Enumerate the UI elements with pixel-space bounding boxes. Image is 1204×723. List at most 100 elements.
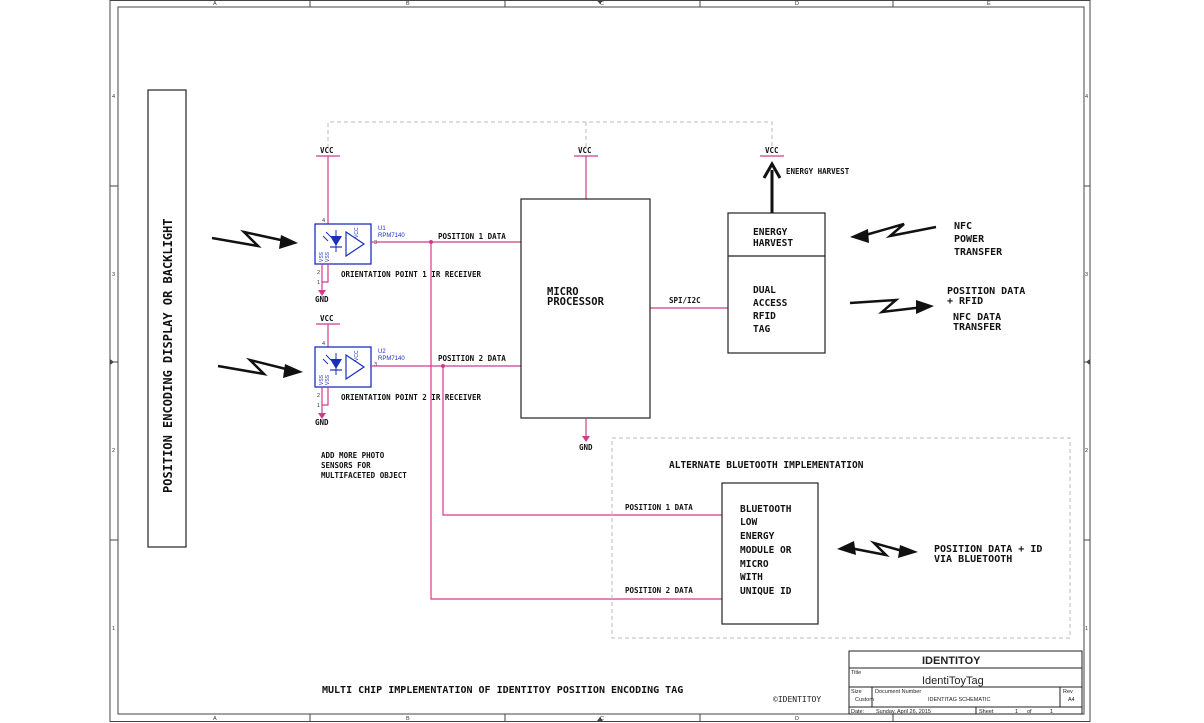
nfc-power-arrow: NFC POWER TRANSFER: [850, 221, 1003, 258]
size-value: Custom: [855, 697, 874, 703]
energy-arrow-label: ENERGY HARVEST: [786, 167, 850, 176]
pin-number: 4: [322, 341, 325, 347]
pin-vss-label: VSS: [319, 374, 325, 385]
bluetooth-section: ALTERNATE BLUETOOTH IMPLEMENTATION BLUET…: [611, 437, 1071, 639]
pin-number: 3: [374, 362, 377, 368]
pin-vss-label: VSS: [319, 251, 325, 262]
rfid-data-label: + RFID: [947, 296, 983, 307]
gnd-label: GND: [315, 418, 329, 427]
pin-vss-label: VSS: [325, 374, 331, 385]
frame-col-label: C: [600, 1, 604, 7]
bluetooth-label: UNIQUE ID: [740, 586, 792, 597]
pin-number: 2: [317, 270, 320, 276]
docnum-value: IDENTITAG SCHEMATIC: [928, 697, 990, 703]
frame-col-label: B: [406, 1, 410, 7]
display-label: POSITION ENCODING DISPLAY OR BACKLIGHT: [161, 218, 175, 493]
frame-col-label: E: [987, 1, 991, 7]
note-line: MULTIFACETED OBJECT: [321, 471, 407, 480]
company-name: IDENTITOY: [922, 655, 981, 667]
sheet-label: Sheet: [979, 709, 994, 715]
micro-label: MICRO: [547, 286, 579, 298]
rfid-label: ACCESS: [753, 298, 788, 309]
rfid-label: TAG: [753, 324, 770, 335]
ir-light-arrow-2: [217, 357, 303, 378]
pin-vss-label: VSS: [325, 251, 331, 262]
vcc-label: VCC: [320, 314, 334, 323]
component-part: RPM7140: [378, 356, 405, 362]
ir-receiver-u1: VCC VSS VSS VCC U1 RPM7140 3 4 2 1 GND O…: [314, 146, 481, 304]
frame-row-label: 4: [1085, 94, 1088, 100]
frame-row-label: 1: [112, 626, 115, 632]
of-label: of: [1027, 709, 1032, 715]
frame-col-label: D: [795, 716, 799, 722]
pin-number: 3: [374, 240, 377, 246]
rev-label: Rev: [1063, 689, 1073, 695]
signal-label-position-2: POSITION 2 DATA: [438, 354, 506, 363]
display-backlight-block: POSITION ENCODING DISPLAY OR BACKLIGHT: [147, 89, 187, 548]
bluetooth-input-1: POSITION 1 DATA: [625, 503, 693, 512]
vcc-label: VCC: [320, 146, 334, 155]
component-ref: U1: [378, 226, 386, 232]
gnd-label: GND: [315, 295, 329, 304]
rfid-label: DUAL: [753, 285, 776, 296]
pin-number: 4: [322, 218, 325, 224]
copyright-label: ©IDENTITOY: [773, 695, 821, 704]
frame-row-label: 3: [1085, 272, 1088, 278]
bluetooth-label: ENERGY: [740, 531, 775, 542]
title-block: IDENTITOY Title IdentiToyTag Size Custom…: [848, 650, 1083, 715]
frame-col-label: C: [600, 716, 604, 722]
rfid-data-label: TRANSFER: [953, 322, 1002, 333]
gnd-label: GND: [579, 443, 593, 452]
receiver-caption: ORIENTATION POINT 1 IR RECEIVER: [341, 270, 481, 279]
of-value: 1: [1050, 709, 1053, 715]
nfc-power-label: NFC: [954, 221, 972, 232]
frame-col-label: A: [213, 1, 217, 7]
component-ref: U2: [378, 349, 386, 355]
bluetooth-label: MODULE OR: [740, 545, 792, 556]
frame-col-label: A: [213, 716, 217, 722]
pin-number: 2: [317, 393, 320, 399]
note-line: ADD MORE PHOTO: [321, 451, 385, 460]
frame-row-label: 1: [1085, 626, 1088, 632]
rev-value: A4: [1068, 697, 1075, 703]
nfc-power-label: TRANSFER: [954, 247, 1003, 258]
bluetooth-label: WITH: [740, 572, 763, 583]
rfid-data-label: POSITION DATA: [947, 286, 1025, 297]
component-part: RPM7140: [378, 233, 405, 239]
vcc-power-bus: [327, 121, 773, 148]
pin-vcc-label: VCC: [354, 350, 360, 361]
bluetooth-output-label: VIA BLUETOOTH: [934, 554, 1012, 565]
vcc-label: VCC: [578, 146, 592, 155]
energy-label: ENERGY: [753, 227, 788, 238]
signal-wires: POSITION 1 DATA POSITION 2 DATA SPI/I2C: [371, 232, 728, 600]
frame-row-label: 2: [112, 448, 115, 454]
size-label: Size: [851, 689, 862, 695]
bluetooth-label: LOW: [740, 517, 757, 528]
receiver-caption: ORIENTATION POINT 2 IR RECEIVER: [341, 393, 481, 402]
bluetooth-label: MICRO: [740, 559, 769, 570]
title-label: Title: [851, 670, 861, 676]
pin-number: 1: [317, 280, 320, 286]
frame-row-label: 3: [112, 272, 115, 278]
date-value: Sunday, April 26, 2015: [876, 709, 931, 715]
nfc-power-label: POWER: [954, 234, 985, 245]
ir-light-arrow-1: [211, 229, 298, 249]
bus-label: SPI/I2C: [669, 296, 701, 305]
drawing-frame: A B C D E A B C D 4 3 2 1 4 3 2 1: [109, 0, 1091, 722]
add-more-note: ADD MORE PHOTO SENSORS FOR MULTIFACETED …: [321, 451, 407, 480]
bluetooth-output-label: POSITION DATA + ID: [934, 544, 1042, 555]
ir-receiver-u2: VCC VSS VSS VCC U2 RPM7140 3 4 2 1 GND O…: [314, 314, 481, 427]
bottom-caption: MULTI CHIP IMPLEMENTATION OF IDENTITOY P…: [322, 685, 683, 696]
pin-vcc-label: VCC: [354, 227, 360, 238]
signal-label-position-1: POSITION 1 DATA: [438, 232, 506, 241]
energy-harvest-block: VCC ENERGY HARVEST ENERGY HARVEST DUAL A…: [727, 146, 850, 354]
bluetooth-input-2: POSITION 2 DATA: [625, 586, 693, 595]
frame-row-label: 2: [1085, 448, 1088, 454]
drawing-title: IdentiToyTag: [922, 675, 984, 687]
sheet-value: 1: [1015, 709, 1018, 715]
frame-row-label: 4: [112, 94, 115, 100]
frame-col-label: D: [795, 1, 799, 7]
vcc-label: VCC: [765, 146, 779, 155]
